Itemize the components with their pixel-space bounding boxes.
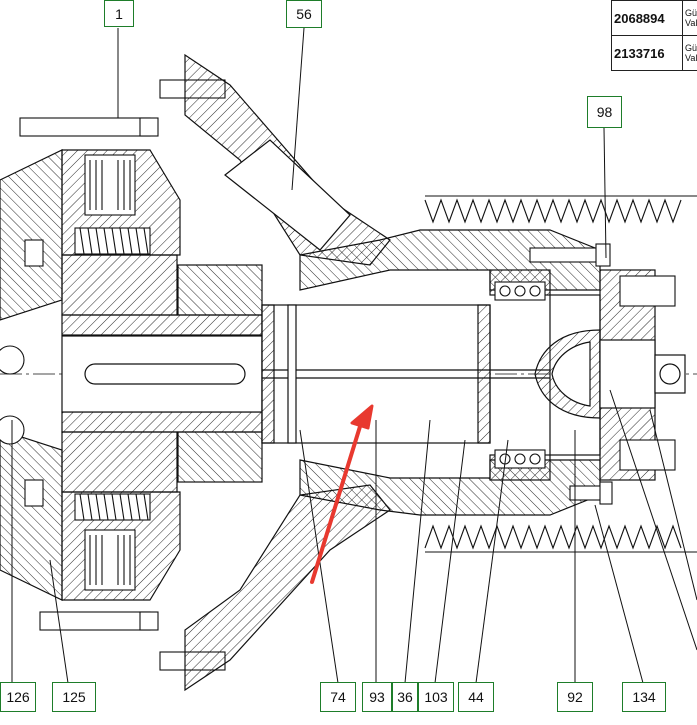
table-row: 2133716 Gül Val xyxy=(611,35,697,71)
callout-134: 134 xyxy=(622,682,666,712)
part-desc: Gül Val xyxy=(682,0,697,36)
callout-44: 44 xyxy=(458,682,494,712)
leader-lines xyxy=(11,27,697,684)
part-desc: Gül Val xyxy=(682,35,697,71)
callout-125: 125 xyxy=(52,682,96,712)
bearings xyxy=(494,281,546,469)
callout-56: 56 xyxy=(286,0,322,28)
parts-table: 2068894 Gül Val 2133716 Gül Val xyxy=(611,0,697,71)
pulley-grooves xyxy=(424,195,697,553)
callout-126: 126 xyxy=(0,682,36,712)
callout-93: 93 xyxy=(362,682,392,712)
callout-98: 98 xyxy=(587,96,622,128)
table-row: 2068894 Gül Val xyxy=(611,0,697,36)
callout-74: 74 xyxy=(320,682,356,712)
callout-103: 103 xyxy=(418,682,454,712)
nose-cone xyxy=(534,329,686,419)
part-code: 2068894 xyxy=(611,0,683,36)
callout-1: 1 xyxy=(104,0,134,27)
part-code: 2133716 xyxy=(611,35,683,71)
annotation-arrow xyxy=(310,404,374,584)
clutch-springs xyxy=(74,154,151,591)
support-arms xyxy=(184,53,391,692)
right-bolts xyxy=(529,243,676,505)
callout-36: 36 xyxy=(392,682,418,712)
callout-92: 92 xyxy=(557,682,593,712)
